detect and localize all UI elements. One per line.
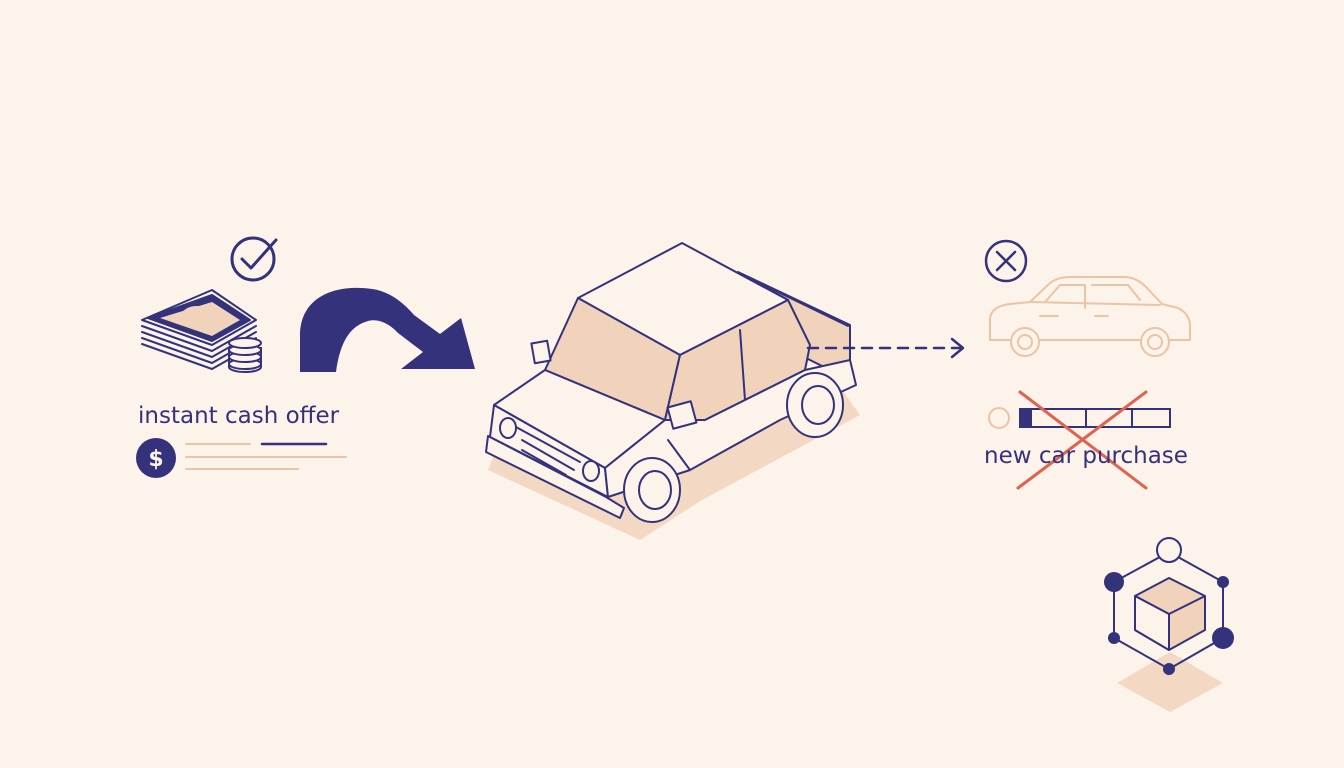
progress-indicator (988, 407, 1171, 429)
dollar-symbol: $ (148, 447, 163, 472)
cross-out-icon (1016, 390, 1148, 490)
car-icon (485, 242, 857, 523)
instant-cash-offer-label: instant cash offer (138, 403, 340, 429)
text-lines-decor (185, 442, 347, 470)
car-outline-icon (989, 276, 1191, 357)
network-cube-icon (1104, 537, 1234, 712)
cross-circle-icon (984, 239, 1028, 283)
coin-stack-icon (228, 337, 262, 373)
new-car-purchase-label: new car purchase (984, 443, 1188, 469)
dollar-badge: $ (136, 438, 176, 478)
curved-arrow-icon (300, 287, 475, 372)
check-circle-icon (230, 236, 278, 282)
cash-stack-icon (141, 289, 257, 370)
dashed-arrow-icon (806, 337, 965, 359)
